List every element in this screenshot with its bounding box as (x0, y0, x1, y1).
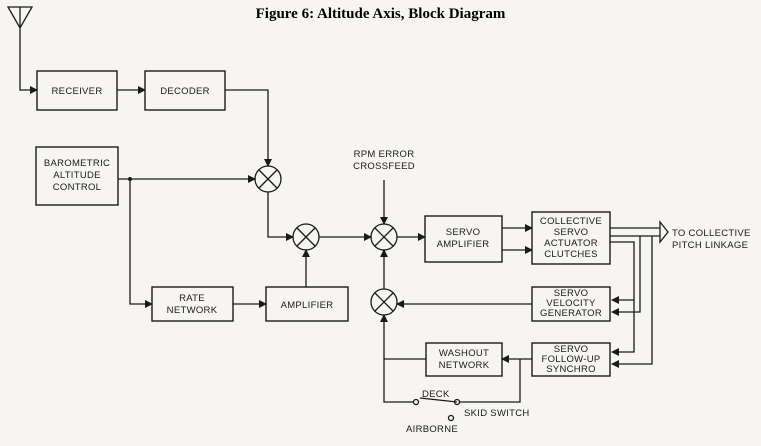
svg-text:RPM ERROR: RPM ERROR (354, 149, 415, 160)
velocity-label: SERVO VELOCITY GENERATOR (540, 288, 602, 319)
summing-junction-icon (254, 165, 282, 193)
summing-junction-icon (370, 288, 398, 316)
svg-text:RATE: RATE (179, 293, 205, 304)
rate-network-label: RATE NETWORK (167, 293, 218, 316)
svg-text:SERVO: SERVO (446, 227, 481, 238)
washout-label: WASHOUT NETWORK (439, 348, 490, 371)
svg-text:BAROMETRIC: BAROMETRIC (44, 158, 110, 169)
output-label: TO COLLECTIVE PITCH LINKAGE (672, 228, 751, 251)
svg-text:CONTROL: CONTROL (53, 182, 102, 193)
rate-network-block (151, 286, 234, 322)
collective-servo-actuator-clutches-block (531, 211, 611, 265)
skid-switch-label: SKID SWITCH (464, 408, 530, 419)
decoder-label: DECODER (160, 86, 210, 97)
svg-text:GENERATOR: GENERATOR (540, 308, 602, 319)
summing-junction-icon (292, 223, 320, 251)
followup-label: SERVO FOLLOW-UP SYNCHRO (541, 344, 600, 375)
svg-text:CLUTCHES: CLUTCHES (544, 249, 598, 260)
svg-text:FOLLOW-UP: FOLLOW-UP (541, 354, 600, 365)
servo-velocity-generator-block (531, 286, 611, 322)
svg-text:TO COLLECTIVE: TO COLLECTIVE (672, 228, 751, 239)
servo-follow-up-synchro-block (531, 342, 611, 377)
collective-label: COLLECTIVE SERVO ACTUATOR CLUTCHES (540, 216, 602, 260)
figure-title: Figure 6: Altitude Axis, Block Diagram (255, 6, 506, 22)
svg-text:COLLECTIVE: COLLECTIVE (540, 216, 602, 227)
deck-label: DECK (422, 389, 450, 400)
svg-text:RECEIVER: RECEIVER (52, 86, 103, 97)
receiver-label: RECEIVER (52, 86, 103, 97)
svg-text:AMPLIFIER: AMPLIFIER (281, 300, 334, 311)
svg-text:DECODER: DECODER (160, 86, 210, 97)
svg-text:SERVO: SERVO (554, 227, 589, 238)
svg-text:PITCH LINKAGE: PITCH LINKAGE (672, 240, 748, 251)
servo-amplifier-block (424, 215, 503, 263)
summing-junction-icon (370, 223, 398, 251)
svg-text:AMPLIFIER: AMPLIFIER (437, 239, 490, 250)
amplifier-label: AMPLIFIER (281, 300, 334, 311)
svg-text:WASHOUT: WASHOUT (439, 348, 489, 359)
rpm-crossfeed-label: RPM ERROR CROSSFEED (353, 149, 415, 172)
airborne-label: AIRBORNE (406, 424, 458, 435)
svg-text:ALTITUDE: ALTITUDE (53, 170, 101, 181)
svg-text:SYNCHRO: SYNCHRO (546, 364, 596, 375)
antenna-icon (6, 6, 38, 94)
signal-paths (117, 86, 669, 422)
svg-text:ACTUATOR: ACTUATOR (544, 238, 598, 249)
barometric-label: BAROMETRIC ALTITUDE CONTROL (44, 158, 110, 193)
svg-text:NETWORK: NETWORK (439, 360, 490, 371)
svg-text:CROSSFEED: CROSSFEED (353, 161, 415, 172)
svg-text:VELOCITY: VELOCITY (546, 298, 596, 309)
barometric-altitude-control-block (35, 146, 119, 206)
svg-text:SERVO: SERVO (554, 344, 589, 355)
svg-text:NETWORK: NETWORK (167, 305, 218, 316)
svg-text:SERVO: SERVO (554, 288, 589, 299)
servo-amplifier-label: SERVO AMPLIFIER (437, 227, 490, 250)
